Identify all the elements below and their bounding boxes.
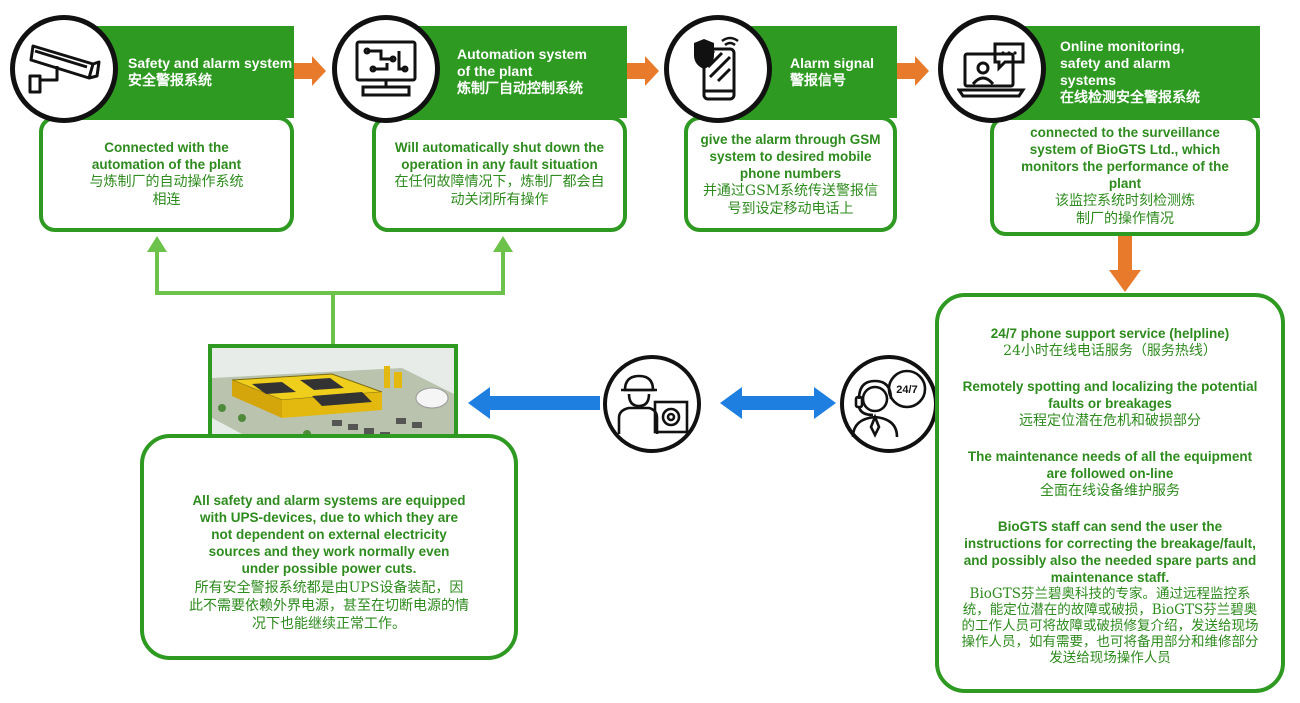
step-2-body-cn: 在任何故障情况下，炼制厂都会自动关闭所有操作: [394, 174, 605, 208]
technician-icon: [617, 374, 689, 434]
step-3-body-en: give the alarm through GSM system to des…: [700, 131, 881, 181]
orange-arrow-down: [1109, 236, 1141, 292]
step-3-icon-circle: [664, 15, 772, 123]
step-3-card: give the alarm through GSM system to des…: [684, 116, 897, 232]
green-arrowhead-1: [147, 236, 167, 252]
blue-arrow-left: [468, 387, 600, 419]
ups-text-en: All safety and alarm systems are equippe…: [192, 493, 466, 576]
step-3-title-cn: 警报信号: [790, 72, 846, 89]
support-item-2-en: Remotely spotting and localizing the pot…: [962, 379, 1258, 411]
computer-monitor-icon: [355, 40, 417, 97]
support-item-4-cn: BioGTS芬兰碧奥科技的专家。通过远程监控系 统，能定位潜在的故障或破损，Bi…: [961, 586, 1259, 666]
support-item-2-cn: 远程定位潜在危机和破损部分: [1019, 413, 1201, 429]
blue-arrow-double: [720, 387, 836, 419]
step-1-title-cn: 安全警报系统: [128, 72, 212, 89]
step-2-header: Automation system of the plant 炼制厂自动控制系统: [405, 26, 627, 118]
phone-alarm-icon: [694, 36, 739, 101]
step-2-card: Will automatically shut down the operati…: [372, 116, 627, 232]
support-icon-circle: 24/7: [840, 355, 938, 453]
support-item-4: BioGTS staff can send the user the instr…: [961, 518, 1259, 666]
support-agent-icon: 24/7: [851, 369, 927, 438]
step-4-body-cn: 该监控系统时刻检测炼制厂的操作情况: [1055, 193, 1195, 227]
step-1-body-cn: 与炼制厂的自动操作系统相连: [89, 174, 244, 208]
step-1-title-en: Safety and alarm system: [128, 54, 293, 71]
orange-arrow-3: [897, 56, 929, 86]
orange-arrow-2: [627, 56, 659, 86]
step-4-card: connected to the surveillance system of …: [990, 116, 1260, 236]
step-1-card: Connected with the automation of the pla…: [39, 116, 294, 232]
support-item-1-cn: 24小时在线电话服务（服务热线）: [1003, 343, 1217, 359]
step-2-body-en: Will automatically shut down the operati…: [394, 140, 605, 172]
support-info-box: 24/7 phone support service (helpline) 24…: [935, 293, 1285, 693]
ups-info-box: All safety and alarm systems are equippe…: [140, 434, 518, 660]
support-badge-247: 24/7: [896, 384, 917, 396]
step-3-title-en: Alarm signal: [790, 54, 875, 71]
step-4-title-cn: 在线检测安全警报系统: [1060, 89, 1200, 106]
support-item-1-en: 24/7 phone support service (helpline): [990, 326, 1230, 341]
laptop-chat-icon: [957, 42, 1026, 98]
step-1-body-en: Connected with the automation of the pla…: [91, 140, 242, 172]
plant-illustration: [212, 348, 454, 442]
step-4-body-en: connected to the surveillance system of …: [1021, 125, 1229, 191]
support-item-3-en: The maintenance needs of all the equipme…: [967, 449, 1253, 481]
plant-image: [208, 344, 458, 446]
technician-icon-circle: [603, 355, 701, 453]
support-item-4-en: BioGTS staff can send the user the instr…: [963, 519, 1257, 585]
support-item-3-cn: 全面在线设备维护服务: [1040, 483, 1180, 499]
step-2-title-cn: 炼制厂自动控制系统: [457, 81, 583, 97]
support-item-2: Remotely spotting and localizing the pot…: [961, 378, 1259, 430]
step-1-icon-circle: [10, 15, 118, 123]
step-3-body-cn: 并通过GSM系统传送警报信号到设定移动电话上: [702, 182, 879, 217]
cctv-camera-icon: [28, 44, 101, 94]
step-4-icon-circle: [938, 15, 1046, 123]
support-item-3: The maintenance needs of all the equipme…: [961, 448, 1259, 500]
orange-arrow-1: [294, 56, 326, 86]
support-item-1: 24/7 phone support service (helpline) 24…: [961, 325, 1259, 360]
ups-text-cn: 所有安全警报系统都是由UPS设备装配，因此不需要依赖外界电源，甚至在切断电源的情…: [189, 580, 469, 632]
green-arrowhead-2: [493, 236, 513, 252]
step-4-title-en: Online monitoring, safety and alarm syst…: [1060, 37, 1185, 88]
step-2-title-en: Automation system of the plant: [457, 46, 587, 79]
feedback-lines: [155, 248, 505, 345]
step-2-icon-circle: [332, 15, 440, 123]
